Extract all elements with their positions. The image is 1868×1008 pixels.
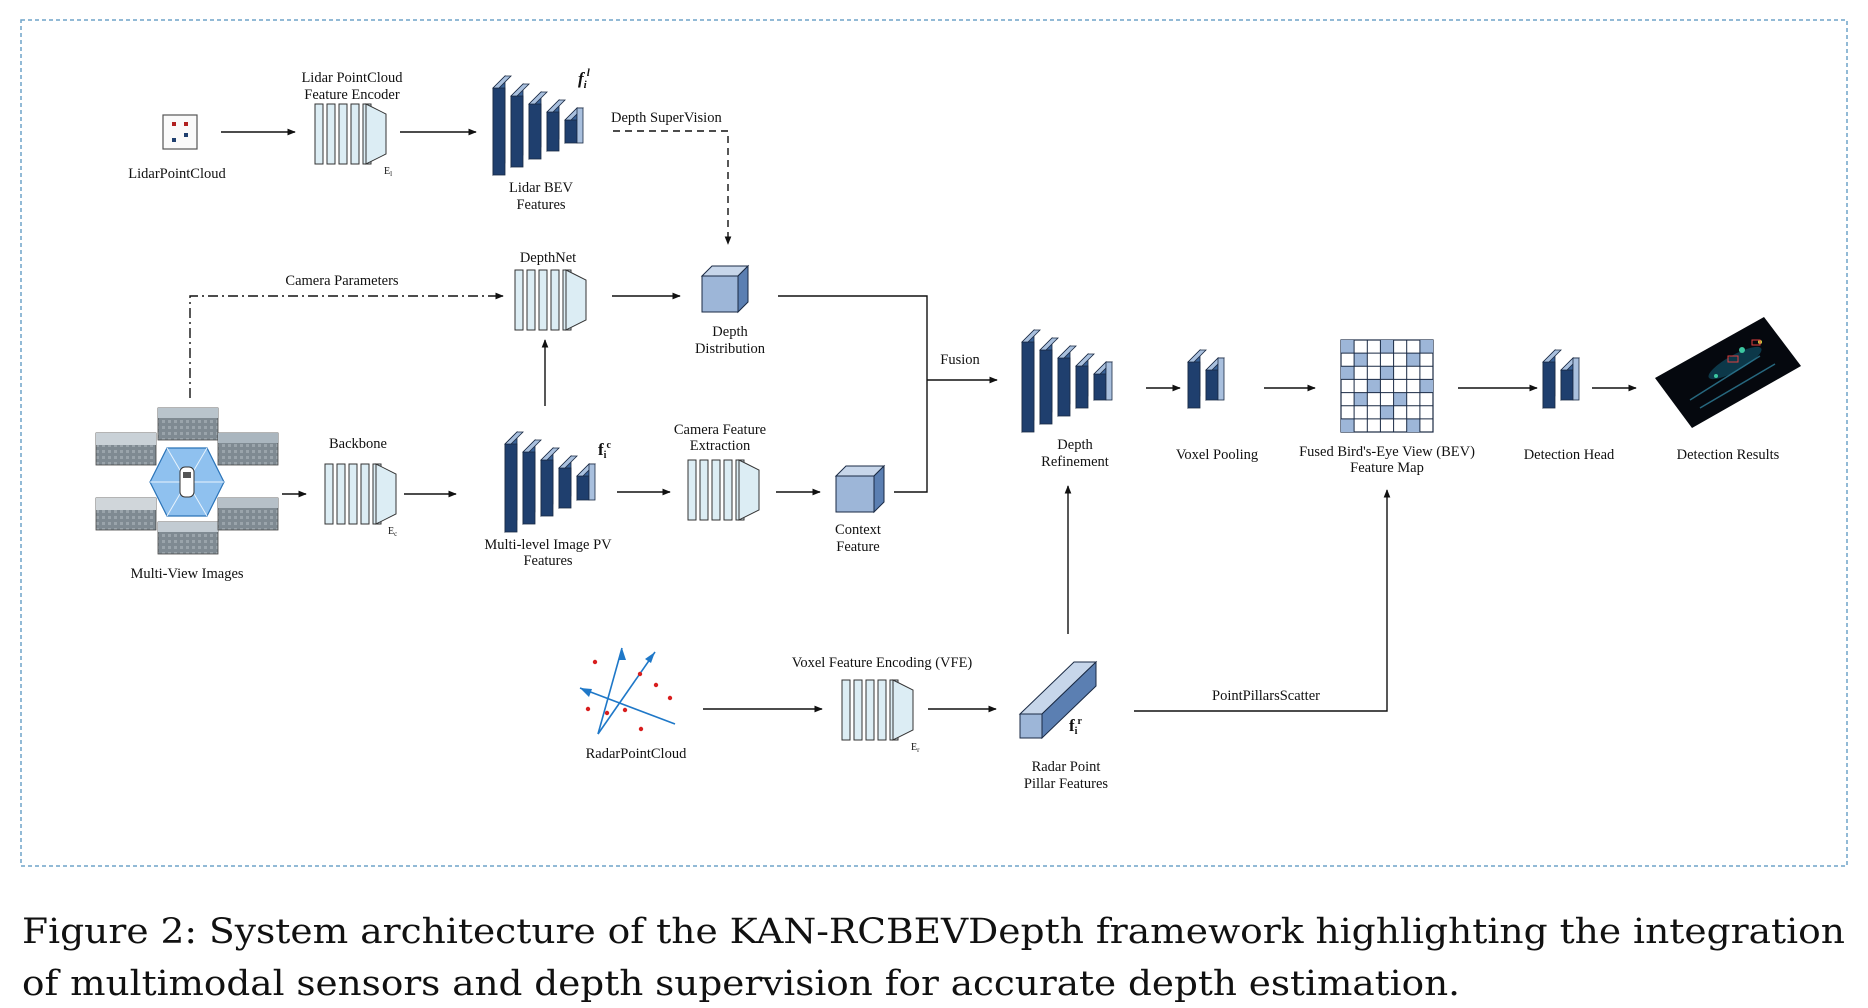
fused-bev-label-1: Fused Bird's-Eye View (BEV)	[1299, 444, 1475, 460]
detection-results-label: Detection Results	[1677, 447, 1780, 463]
arrow-pointpillars-scatter	[1134, 489, 1391, 712]
detection-head-stack	[1542, 349, 1580, 409]
context-feature-cube	[834, 464, 886, 514]
camera-feature-extraction-label-1: Camera Feature	[674, 422, 766, 438]
radar-pointcloud-label: RadarPointCloud	[586, 746, 687, 762]
radar-pointcloud-icon	[579, 647, 676, 735]
voxel-pooling-stack	[1187, 349, 1225, 409]
context-feature-label-2: Feature	[836, 539, 879, 555]
lidar-pointcloud-label: LidarPointCloud	[128, 166, 226, 182]
line-distribution-to-fusion	[778, 295, 928, 493]
depth-supervision-label: Depth SuperVision	[611, 110, 722, 126]
depth-refinement-label-1: Depth	[1057, 437, 1093, 453]
depth-distribution-cube	[700, 264, 750, 314]
camera-parameters-label: Camera Parameters	[285, 273, 398, 289]
depthnet-block	[514, 269, 587, 331]
camera-feature-extraction-label-2: Extraction	[690, 438, 751, 454]
arrow-depth-supervision	[613, 130, 732, 245]
detection-head-label: Detection Head	[1524, 447, 1615, 463]
radar-pillar-label-2: Pillar Features	[1024, 776, 1109, 792]
backbone-label: Backbone	[329, 436, 387, 452]
lidar-encoder-label-2: Feature Encoder	[304, 87, 400, 103]
lidar-bev-symbol: fil	[578, 67, 591, 91]
vfe-subscript: Er	[911, 742, 920, 754]
caption-line-2: of multimodal sensors and depth supervis…	[22, 964, 1460, 1004]
lidar-encoder-label-1: Lidar PointCloud	[301, 70, 403, 86]
lidar-pointcloud-icon	[162, 114, 198, 150]
fused-bev-label-2: Feature Map	[1350, 460, 1424, 476]
fused-bev-grid	[1340, 339, 1434, 433]
backbone-block	[324, 463, 397, 525]
lidar-bev-feature-stack	[492, 75, 584, 176]
lidar-bev-label-2: Features	[516, 197, 565, 213]
arrow-camera-parameters	[189, 292, 504, 398]
multi-view-images-graphic	[95, 407, 279, 555]
backbone-subscript: Ec	[388, 526, 397, 538]
image-pv-feature-stack	[504, 431, 596, 533]
context-feature-label-1: Context	[835, 522, 881, 538]
image-pv-symbol: fic	[598, 440, 611, 461]
depth-refinement-feature-stack	[1021, 329, 1113, 433]
lidar-bev-label-1: Lidar BEV	[509, 180, 574, 196]
figure-frame	[20, 19, 1848, 867]
depth-distribution-label-1: Depth	[712, 324, 748, 340]
vfe-label: Voxel Feature Encoding (VFE)	[792, 655, 973, 671]
radar-pillar-label-1: Radar Point	[1032, 759, 1101, 775]
lidar-encoder-block	[314, 103, 387, 165]
image-pv-label-2: Features	[523, 553, 572, 569]
image-pv-label-1: Multi-level Image PV	[484, 537, 612, 553]
radar-pillar-block	[1018, 660, 1098, 740]
camera-feature-extraction-block	[687, 459, 760, 521]
depthnet-label: DepthNet	[520, 250, 576, 266]
radar-pillar-symbol: fir	[1069, 716, 1082, 737]
detection-results-image	[1655, 317, 1801, 428]
fusion-label: Fusion	[940, 352, 980, 368]
caption-line-1: Figure 2: System architecture of the KAN…	[22, 912, 1845, 952]
lidar-encoder-subscript: El	[384, 166, 392, 178]
multi-view-images-label: Multi-View Images	[130, 566, 243, 582]
depth-distribution-label-2: Distribution	[695, 341, 766, 357]
depth-refinement-label-2: Refinement	[1041, 454, 1109, 470]
voxel-pooling-label: Voxel Pooling	[1176, 447, 1258, 463]
pointpillars-scatter-label: PointPillarsScatter	[1212, 688, 1320, 704]
vfe-block	[841, 679, 914, 741]
